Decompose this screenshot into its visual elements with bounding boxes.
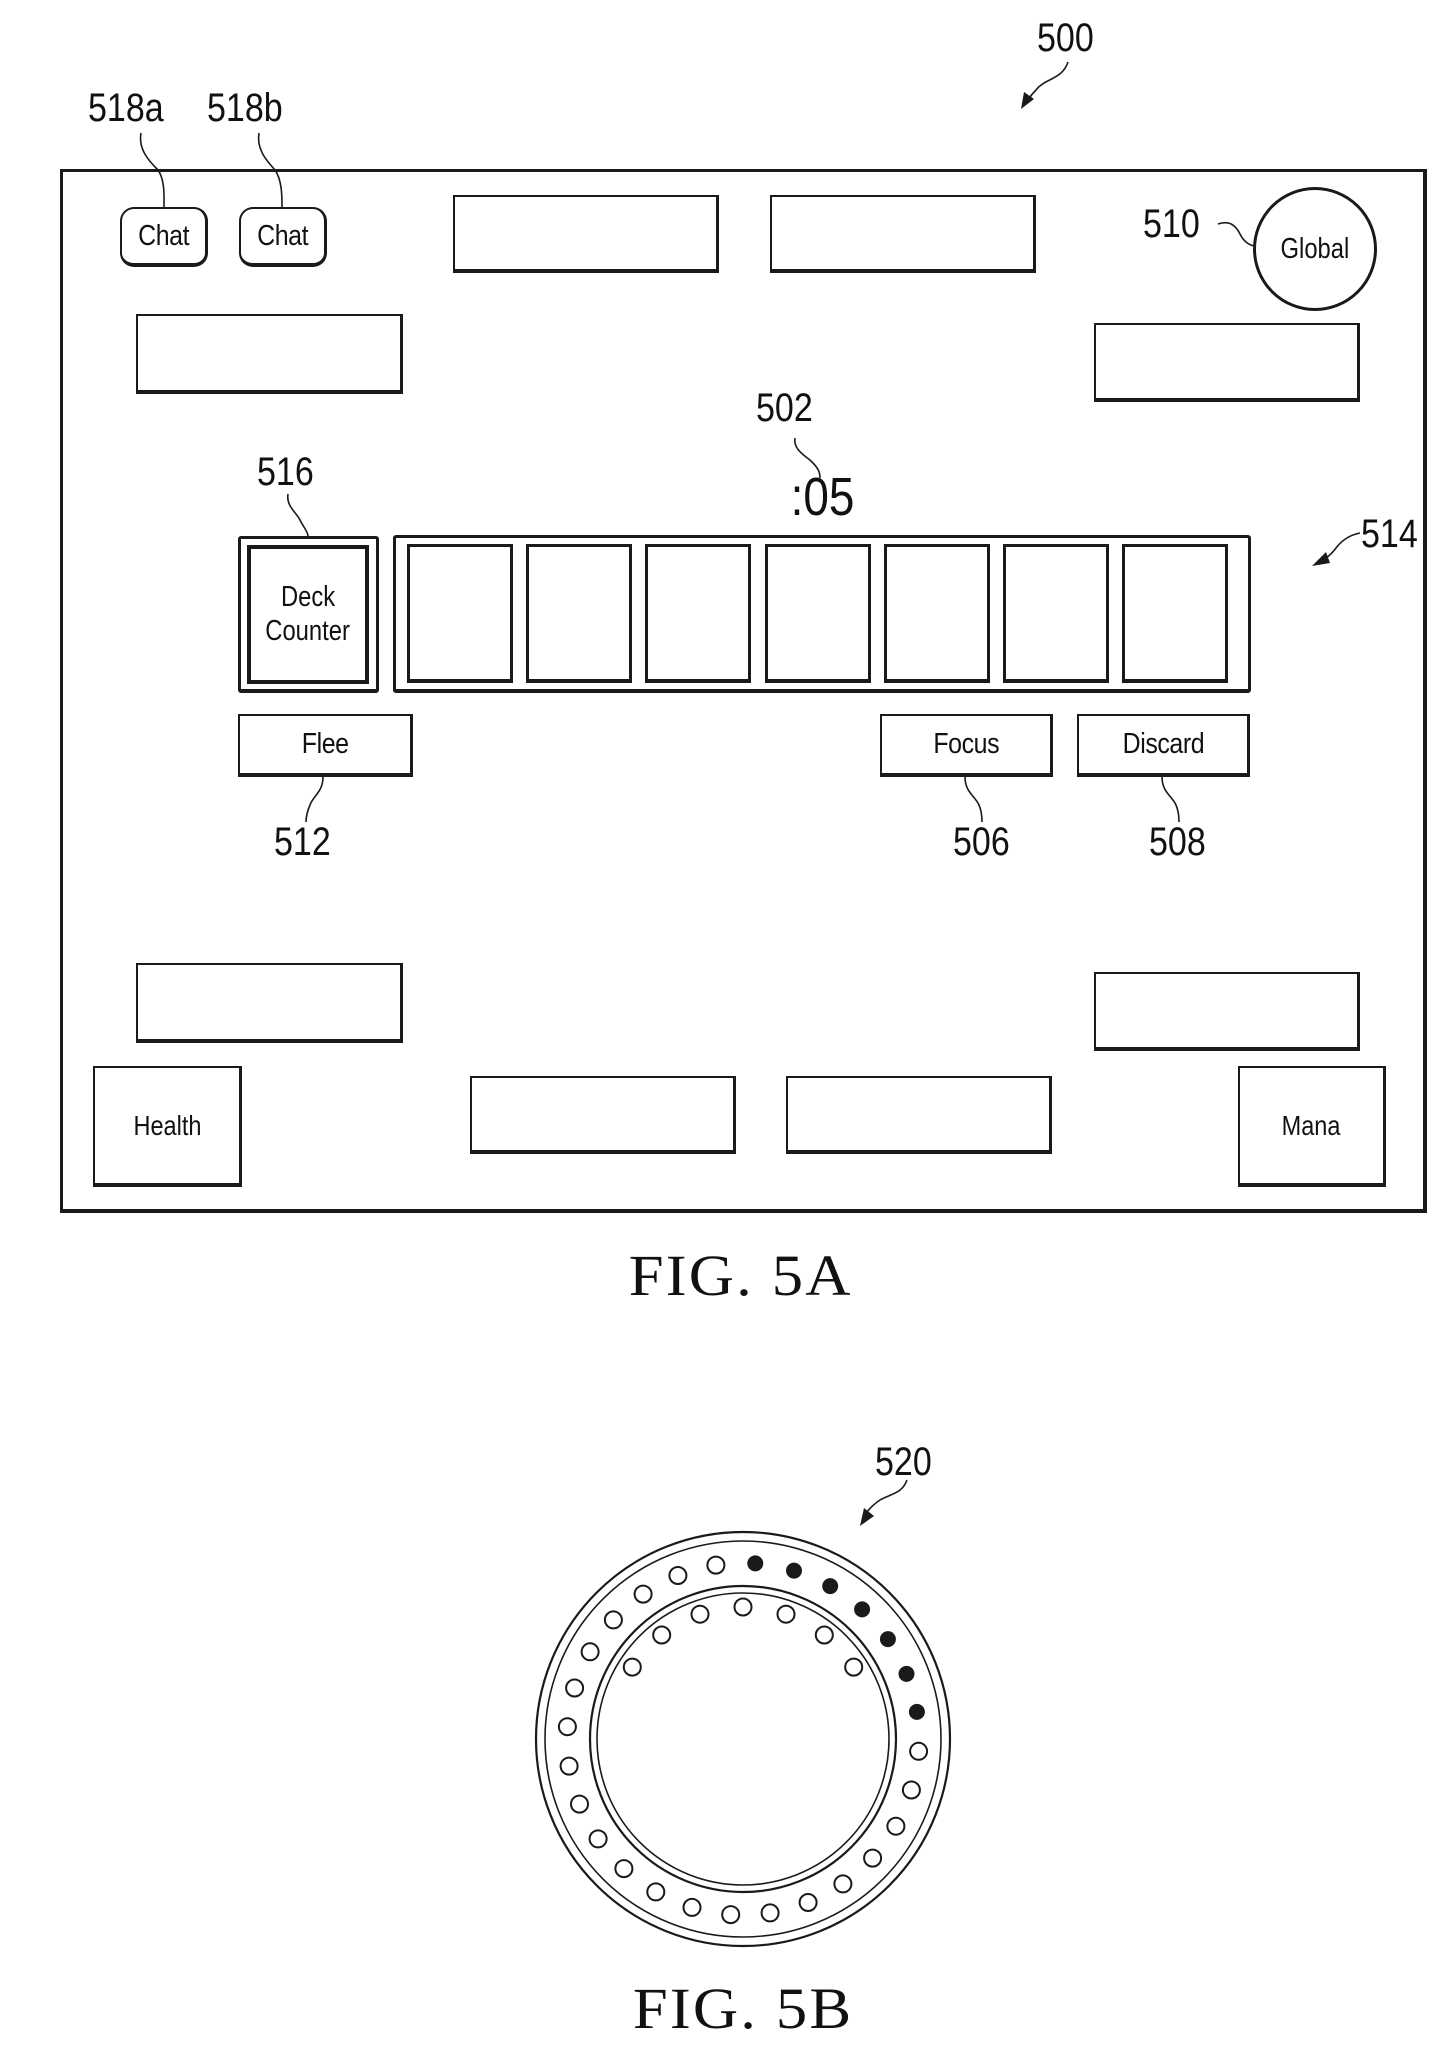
ring-dot-empty	[605, 1611, 622, 1628]
ring-dot-filled	[910, 1705, 924, 1719]
ring-dot-empty	[800, 1894, 817, 1911]
ring-dot-filled	[900, 1667, 914, 1681]
card-slot-6[interactable]	[1003, 544, 1109, 683]
player-panel-upper-right	[1094, 323, 1360, 402]
deck-counter[interactable]: Deck Counter	[247, 545, 369, 684]
opponent-panel-top-left	[453, 195, 719, 273]
ring-dot-empty	[903, 1782, 920, 1799]
ref-label-506: 506	[953, 822, 1020, 862]
ring-dot-empty	[722, 1906, 739, 1923]
ring-dot-filled	[855, 1602, 869, 1616]
ring-dot-empty	[647, 1883, 664, 1900]
player-panel-bottom-right	[786, 1076, 1052, 1154]
ref-label-512: 512	[274, 822, 341, 862]
ring-inner-dot	[735, 1599, 752, 1616]
global-chat-button[interactable]: Global	[1253, 187, 1377, 311]
leader-520	[867, 1480, 907, 1512]
ref-label-500: 500	[1037, 18, 1104, 58]
card-slot-5[interactable]	[884, 544, 990, 683]
mana-indicator: Mana	[1238, 1066, 1386, 1187]
leader-500	[1026, 62, 1068, 104]
figure-caption-5a: FIG. 5A	[541, 1242, 941, 1309]
ring-inner-edge	[597, 1593, 889, 1885]
card-slot-3[interactable]	[645, 544, 751, 683]
ring-dot-filled	[881, 1632, 895, 1646]
ring-inner-dot	[653, 1627, 670, 1644]
card-slot-1[interactable]	[407, 544, 513, 683]
ring-dot-empty	[669, 1567, 686, 1584]
ring-dot-empty	[684, 1899, 701, 1916]
ring-dot-empty	[910, 1743, 927, 1760]
ring-outer-inner-edge	[545, 1541, 941, 1937]
chat-button-518b[interactable]: Chat	[239, 207, 327, 267]
ring-dot-filled	[787, 1564, 801, 1578]
card-slot-4[interactable]	[765, 544, 871, 683]
deck-counter-label-line2: Counter	[266, 615, 351, 648]
ring-dot-empty	[582, 1643, 599, 1660]
ring-inner-dot	[778, 1606, 795, 1623]
card-slot-2[interactable]	[526, 544, 632, 683]
ring-inner-dot	[845, 1659, 862, 1676]
ref-label-508: 508	[1149, 822, 1216, 862]
ring-dot-filled	[823, 1579, 837, 1593]
ring-inner-outer-edge	[590, 1586, 896, 1892]
ref-label-514: 514	[1361, 514, 1428, 554]
opponent-panel-top-right	[770, 195, 1036, 273]
ring-dot-empty	[887, 1818, 904, 1835]
ring-dot-empty	[561, 1758, 578, 1775]
ref-label-518a: 518a	[88, 88, 177, 128]
ring-dot-empty	[707, 1557, 724, 1574]
ref-label-502: 502	[756, 388, 823, 428]
ring-dot-empty	[566, 1680, 583, 1697]
player-panel-bottom-left	[470, 1076, 736, 1154]
ref-label-516: 516	[257, 452, 324, 492]
ring-inner-dot	[624, 1659, 641, 1676]
health-indicator: Health	[93, 1066, 242, 1187]
ring-dot-empty	[615, 1860, 632, 1877]
ring-dot-empty	[834, 1875, 851, 1892]
ring-dot-empty	[590, 1830, 607, 1847]
ring-outer-edge	[536, 1532, 950, 1946]
chat-button-518a[interactable]: Chat	[120, 207, 208, 267]
arrowhead-520	[860, 1508, 874, 1526]
ref-label-520: 520	[875, 1442, 942, 1482]
discard-button[interactable]: Discard	[1077, 714, 1250, 777]
player-panel-lower-left	[136, 963, 403, 1043]
arrowhead-500	[1021, 92, 1034, 109]
ring-inner-dot	[816, 1627, 833, 1644]
ring-dot-empty	[635, 1586, 652, 1603]
ring-dot-empty	[864, 1850, 881, 1867]
ring-dot-empty	[762, 1904, 779, 1921]
deck-counter-label-line1: Deck	[281, 581, 335, 614]
ring-dot-empty	[559, 1718, 576, 1735]
player-panel-upper-left	[136, 314, 403, 394]
ring-dot-filled	[748, 1556, 762, 1570]
ref-label-510: 510	[1143, 204, 1210, 244]
ring-dot-empty	[571, 1796, 588, 1813]
turn-timer: :05	[785, 466, 860, 528]
figure-caption-5b: FIG. 5B	[543, 1975, 943, 2042]
flee-button[interactable]: Flee	[238, 714, 413, 777]
focus-button[interactable]: Focus	[880, 714, 1053, 777]
player-panel-lower-right	[1094, 972, 1360, 1051]
ring-inner-dot	[692, 1606, 709, 1623]
progress-ring-520	[536, 1532, 950, 1946]
card-slot-7[interactable]	[1122, 544, 1228, 683]
ref-label-518b: 518b	[207, 88, 296, 128]
